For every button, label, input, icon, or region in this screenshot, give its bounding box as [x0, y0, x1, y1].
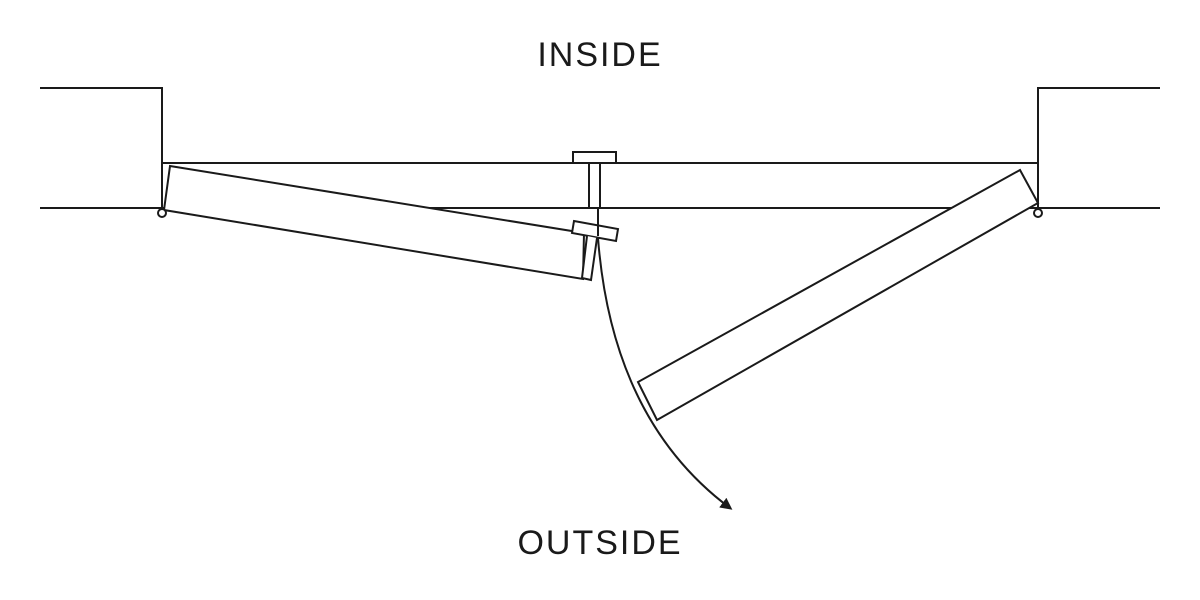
right-wall: [1037, 87, 1160, 208]
left-door-t-stem: [580, 235, 598, 282]
left-door-leaf: [162, 164, 586, 281]
left-wall: [40, 87, 163, 208]
closed-door-t-cap: [572, 151, 617, 163]
left-hinge: [157, 208, 167, 218]
inside-label: INSIDE: [537, 36, 663, 74]
outside-label: OUTSIDE: [517, 524, 683, 562]
right-hinge: [1033, 208, 1043, 218]
left-door-t-cap: [570, 219, 620, 243]
right-door-leaf: [636, 168, 1040, 422]
swing-arrow: [597, 237, 733, 510]
